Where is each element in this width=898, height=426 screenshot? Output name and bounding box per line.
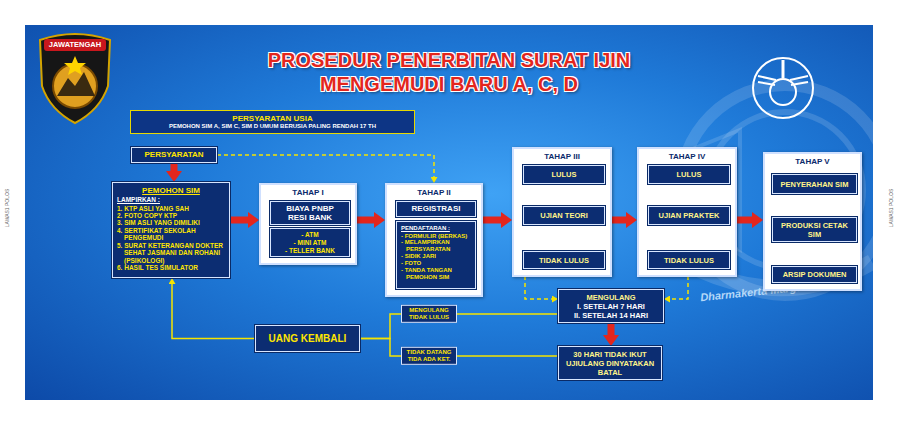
box-heading: LULUS: [527, 170, 601, 179]
box-heading: REGISTRASI: [400, 204, 472, 213]
flow-arrow: [608, 323, 615, 335]
box-heading: PEMOHON SIM: [117, 186, 225, 196]
box-heading: UJIAN TEORI: [527, 211, 601, 220]
title: PROSEDUR PENERBITAN SURAT IJIN MENGEMUDI…: [224, 48, 674, 96]
return-line: [217, 155, 434, 177]
box-text: - TELLER BANK: [274, 247, 346, 255]
box-heading: TAHAP V: [765, 154, 860, 166]
box-heading: TIDAK LULUS: [527, 256, 601, 265]
print-mark: LAWAS1 POLOS: [888, 180, 894, 236]
flow-arrow: [171, 163, 178, 171]
box-heading: PERSYARATAN USIA: [135, 114, 410, 124]
box-text: 4. SERTIFIKAT SEKOLAH PENGEMUDI: [117, 227, 225, 242]
process-box: - ATM- MINI ATM- TELLER BANK: [270, 228, 350, 257]
box-heading: ARSIP DOKUMEN: [776, 270, 853, 279]
process-box: ARSIP DOKUMEN: [772, 266, 857, 283]
box-text: - FORMULIR (BERKAS): [401, 233, 471, 240]
process-box: PENDAFTARAN :- FORMULIR (BERKAS)- MELAMP…: [396, 221, 476, 289]
process-box: PENYERAHAN SIM: [772, 174, 857, 194]
process-box: UJIAN TEORI: [523, 206, 605, 225]
box-text: - SIDIK JARI: [401, 253, 471, 260]
stage-panel: TAHAP II REGISTRASI PENDAFTARAN :- FORMULI…: [385, 183, 483, 297]
logo-ring: [753, 58, 813, 118]
box-heading: UJIAN PRAKTEK: [652, 211, 726, 220]
edge-label: MENGULANG TIDAK LULUS: [401, 305, 457, 323]
box-heading: BIAYA PNBP RESI BANK: [279, 204, 341, 222]
box-text: LAMPIRKAN :: [117, 196, 225, 204]
process-box: REGISTRASI: [396, 201, 476, 217]
box-text: - FOTO: [401, 260, 471, 267]
badge-star: [64, 56, 86, 75]
box-heading: 30 HARI TIDAK IKUT UJIULANG DINYATAKAN B…: [562, 350, 658, 377]
result-box: LULUS: [648, 165, 730, 184]
stage-panel: TAHAP V PENYERAHAN SIM PRODUKSI CETAK SIM A…: [763, 152, 862, 291]
result-box: LULUS: [523, 165, 605, 184]
cancel-box: 30 HARI TIDAK IKUT UJIULANG DINYATAKAN B…: [558, 346, 662, 380]
box-heading: TAHAP III: [514, 149, 610, 161]
badge-band: [44, 39, 106, 51]
return-line: [360, 314, 558, 339]
flow-arrow: [612, 217, 626, 224]
box-text: 5. SURAT KETERANGAN DOKTER SEHAT JASMANI…: [117, 242, 225, 264]
box-heading: TIDAK LULUS: [652, 256, 726, 265]
badge-shield: [40, 34, 110, 123]
box-text: 6. HASIL TES SIMULATOR: [117, 264, 225, 271]
box-heading: LULUS: [652, 170, 726, 179]
return-line: [172, 284, 255, 339]
print-mark: LAWAS1 POLOS: [4, 180, 10, 236]
badge-text: JAWATENGAH: [44, 39, 106, 50]
return-line: [360, 339, 558, 357]
box-text: - TANDA TANGAN PEMOHON SIM: [401, 267, 471, 281]
box-text: 2. FOTO COPY KTP: [117, 212, 225, 219]
stage-panel: TAHAP I BIAYA PNBP RESI BANK - ATM- MINI A…: [259, 183, 357, 265]
process-box: BIAYA PNBP RESI BANK: [270, 201, 350, 225]
box-heading: PRODUKSI CETAK SIM: [776, 221, 853, 239]
flow-arrow: [357, 217, 374, 224]
box-heading: - ATM: [274, 231, 346, 239]
logo-torch: [782, 60, 785, 78]
box-heading: TAHAP I: [261, 185, 355, 197]
box-text: II. SETELAH 14 HARI: [562, 311, 660, 320]
box-text: 1. KTP ASLI YANG SAH: [117, 205, 225, 212]
stage-panel: TAHAP III LULUS UJIAN TEORI TIDAK LULUS: [512, 147, 612, 277]
process-box: PRODUKSI CETAK SIM: [772, 217, 857, 242]
refund-box: UANG KEMBALI: [255, 325, 360, 352]
stage-panel: TAHAP IV LULUS UJIAN PRAKTEK TIDAK LULUS: [637, 147, 737, 277]
box-text: - MELAMPIRKAN PERSYARATAN: [401, 239, 471, 253]
box-heading: TAHAP II: [387, 185, 481, 197]
traffic-police-logo: [753, 58, 813, 118]
requirement-box: PERSYARATAN USIAPEMOHON SIM A, SIM C, SI…: [130, 110, 415, 134]
box-heading: PENYERAHAN SIM: [776, 180, 853, 189]
badge-mountain: [57, 72, 95, 96]
box-text: I. SETELAH 7 HARI: [562, 302, 660, 311]
process-box: UJIAN PRAKTEK: [648, 206, 730, 225]
police-badge: [40, 34, 110, 123]
requirement-box: PERSYARATAN: [131, 147, 217, 163]
box-text: 3. SIM ASLI YANG DIMILIKI: [117, 219, 225, 226]
applicant-box: PEMOHON SIMLAMPIRKAN :1. KTP ASLI YANG S…: [112, 182, 230, 278]
box-heading: UANG KEMBALI: [259, 333, 356, 345]
flow-arrow: [483, 217, 501, 224]
box-heading: MENGULANG: [562, 293, 660, 302]
result-box: TIDAK LULUS: [648, 251, 730, 269]
box-heading: TAHAP IV: [639, 149, 735, 161]
edge-label: TIDAK DATANG TIDA ADA KET.: [401, 347, 457, 365]
box-text: - MINI ATM: [274, 239, 346, 247]
box-heading: PENDAFTARAN :: [401, 225, 471, 233]
flow-arrow: [737, 217, 752, 224]
retest-box: MENGULANGI. SETELAH 7 HARIII. SETELAH 14…: [558, 289, 664, 323]
box-text: PEMOHON SIM A, SIM C, SIM D UMUM BERUSIA…: [135, 123, 410, 130]
box-heading: PERSYARATAN: [135, 150, 213, 160]
flow-arrow: [230, 217, 248, 224]
result-box: TIDAK LULUS: [523, 251, 605, 269]
logo-wheel: [770, 79, 796, 105]
